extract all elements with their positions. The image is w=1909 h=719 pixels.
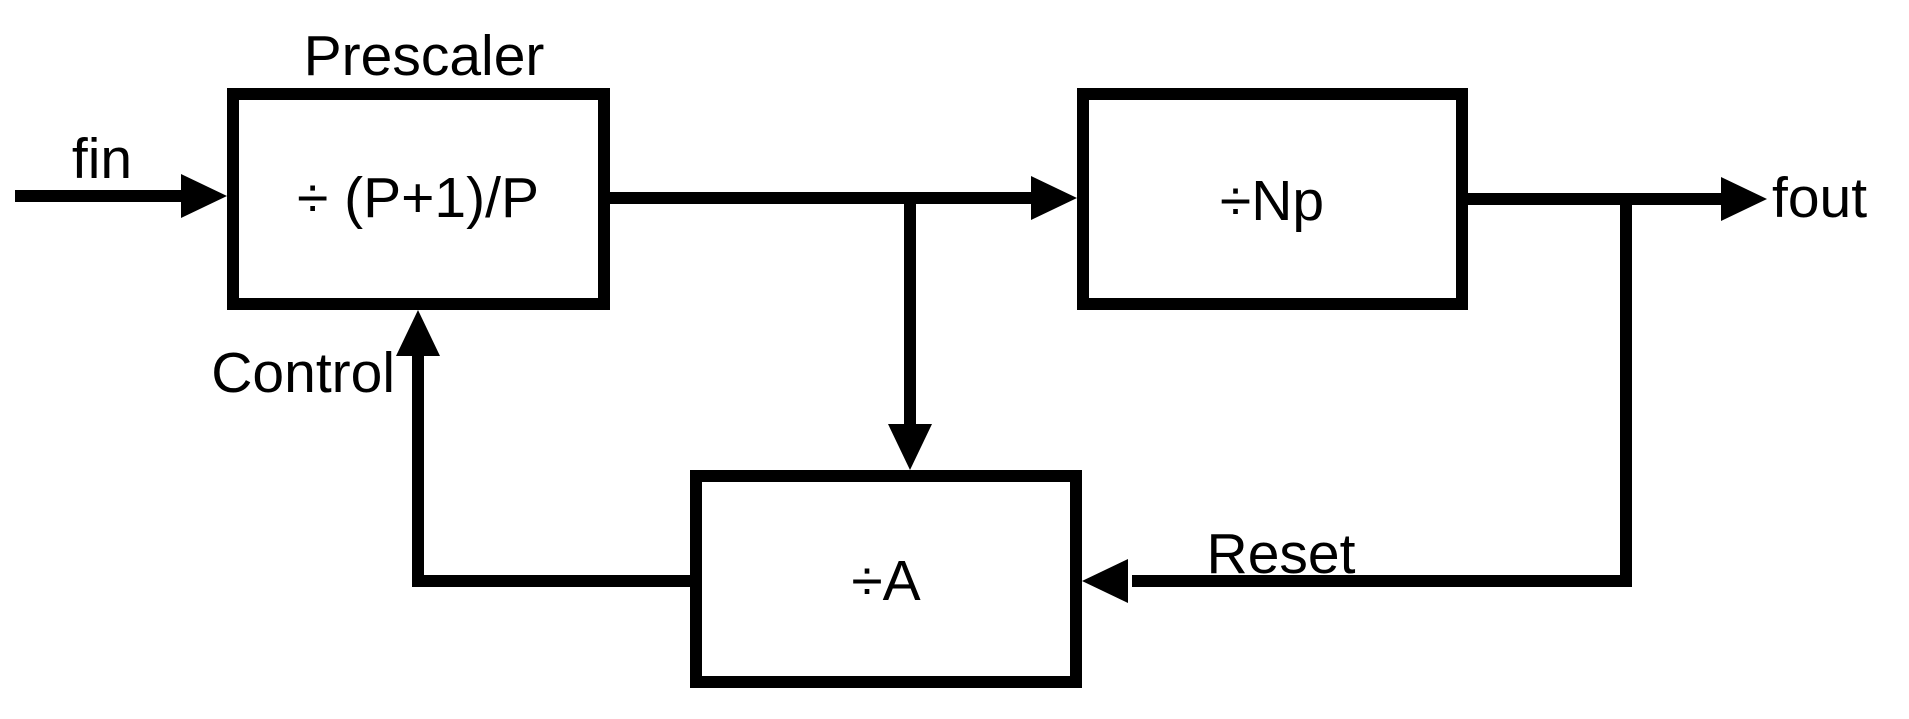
np-divider-box [1077, 88, 1468, 310]
a-counter-box [690, 470, 1082, 688]
control-feedback-wire [412, 352, 690, 587]
control-label: Control [211, 341, 395, 405]
prescaler-box [227, 88, 610, 310]
control-arrowhead-icon [396, 310, 440, 356]
fout-arrowhead-icon [1721, 177, 1767, 221]
reset-feedback-wire [1132, 199, 1632, 587]
a-counter-formula: ÷A [851, 549, 920, 613]
prescaler-caption: Prescaler [304, 24, 545, 88]
reset-label: Reset [1207, 522, 1356, 586]
fout-label: fout [1772, 166, 1867, 230]
np-divider-formula: ÷Np [1220, 169, 1324, 233]
a-input-arrowhead-icon [888, 424, 932, 470]
reset-arrowhead-icon [1082, 559, 1128, 603]
fin-arrowhead-icon [181, 174, 227, 218]
prescaler-formula: ÷ (P+1)/P [297, 166, 539, 230]
fin-label: fin [72, 127, 132, 191]
np-input-arrowhead-icon [1031, 176, 1077, 220]
